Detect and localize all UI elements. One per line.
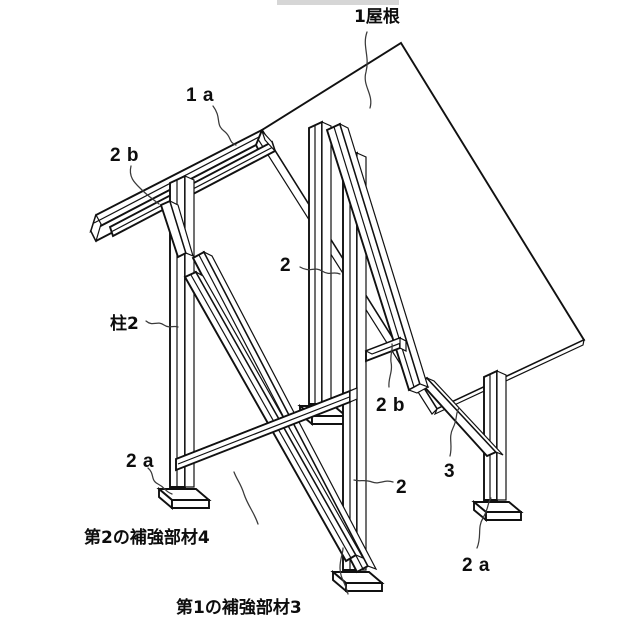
label-2b-upper-left: 2 b <box>110 145 139 166</box>
leader-2-center <box>299 266 341 275</box>
leader-roof-frame <box>212 105 237 146</box>
leader-2-right <box>353 479 394 484</box>
leader-column-2 <box>145 320 179 328</box>
label-2a-right-base: 2 a <box>462 555 490 576</box>
label-1-roof: 1屋根 <box>354 7 400 27</box>
column-middle <box>297 120 349 427</box>
leader-3-right <box>449 407 460 457</box>
leader-member-3 <box>339 547 349 595</box>
label-column-2: 柱2 <box>110 314 139 334</box>
leader-2b-upper-left <box>129 165 160 205</box>
label-2a-left-base: 2 a <box>126 451 154 472</box>
label-first-reinforcement-member-3: 第1の補強部材3 <box>176 598 302 618</box>
first-reinforcement-member-3 <box>183 270 365 563</box>
label-2-right: 2 <box>396 477 408 498</box>
leader-2b-right <box>388 343 393 388</box>
leader-roof <box>364 31 372 109</box>
label-2b-right: 2 b <box>376 395 405 416</box>
column-bracket-2b-middle <box>261 130 276 152</box>
leader-member-4 <box>233 471 259 525</box>
label-second-reinforcement-member-4: 第2の補強部材4 <box>84 528 210 548</box>
column-rear-right <box>418 369 524 523</box>
leader-2a-left-base <box>147 467 173 495</box>
sloped-side-beam-right <box>325 122 430 394</box>
label-1a-roof-frame: 1 a <box>186 85 214 106</box>
column-front-right <box>330 151 385 594</box>
column-front-left <box>156 174 212 511</box>
second-reinforcement-member-4 <box>175 387 358 472</box>
label-2-center: 2 <box>280 255 292 276</box>
label-3-right-brace: 3 <box>444 461 456 482</box>
roof-panel <box>255 41 586 416</box>
leader-2a-right-base <box>476 497 492 549</box>
scan-artifact-bar <box>277 0 399 5</box>
leader-lines <box>129 31 492 595</box>
